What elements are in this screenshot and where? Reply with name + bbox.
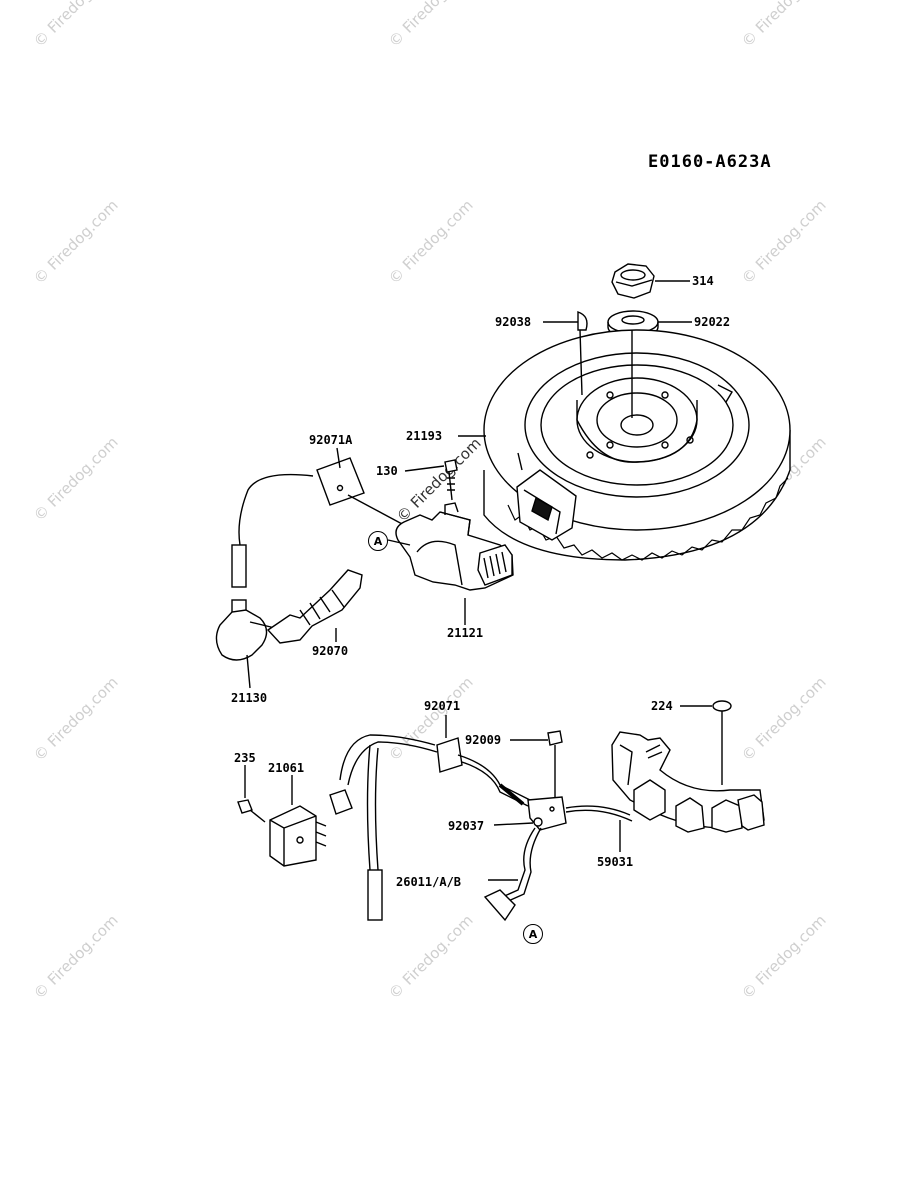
screw-130-drawing — [444, 459, 458, 501]
diagram-code: E0160-A623A — [648, 152, 772, 172]
part-label-92022[interactable]: 92022 — [694, 315, 731, 329]
part-label-92009[interactable]: 92009 — [465, 733, 502, 747]
screw-235-drawing — [237, 799, 266, 823]
part-label-92071a[interactable]: 92071A — [309, 433, 353, 447]
callout-a-upper: A — [368, 531, 388, 551]
pad-92071a-drawing — [316, 457, 365, 506]
part-label-130[interactable]: 130 — [376, 464, 398, 478]
ignition-coil-21121-drawing — [395, 502, 514, 591]
ignition-wire — [238, 473, 314, 546]
key-92038-drawing — [577, 311, 588, 331]
stator-59031-drawing — [611, 731, 765, 833]
part-label-235[interactable]: 235 — [234, 751, 256, 765]
screw-224-drawing — [712, 700, 732, 785]
regulator-21061-drawing — [269, 805, 327, 867]
part-label-21193[interactable]: 21193 — [406, 429, 443, 443]
part-label-92071[interactable]: 92071 — [424, 699, 461, 713]
part-label-92037[interactable]: 92037 — [448, 819, 485, 833]
part-label-92070[interactable]: 92070 — [312, 644, 349, 658]
part-label-314[interactable]: 314 — [692, 274, 714, 288]
screw-92009-drawing — [547, 730, 563, 798]
part-label-21121[interactable]: 21121 — [447, 626, 484, 640]
part-label-21061[interactable]: 21061 — [268, 761, 305, 775]
callout-a-lower: A — [523, 924, 543, 944]
flywheel-drawing — [483, 329, 791, 561]
nut-314-drawing — [611, 263, 655, 299]
wire-harness-drawing — [329, 734, 633, 922]
part-label-26011[interactable]: 26011/A/B — [396, 875, 462, 889]
part-label-21130[interactable]: 21130 — [231, 691, 268, 705]
spark-plug-92070-drawing — [266, 569, 363, 644]
part-label-92038[interactable]: 92038 — [495, 315, 532, 329]
part-label-59031[interactable]: 59031 — [597, 855, 634, 869]
plug-cap-21130-drawing — [215, 599, 276, 661]
part-label-224[interactable]: 224 — [651, 699, 673, 713]
